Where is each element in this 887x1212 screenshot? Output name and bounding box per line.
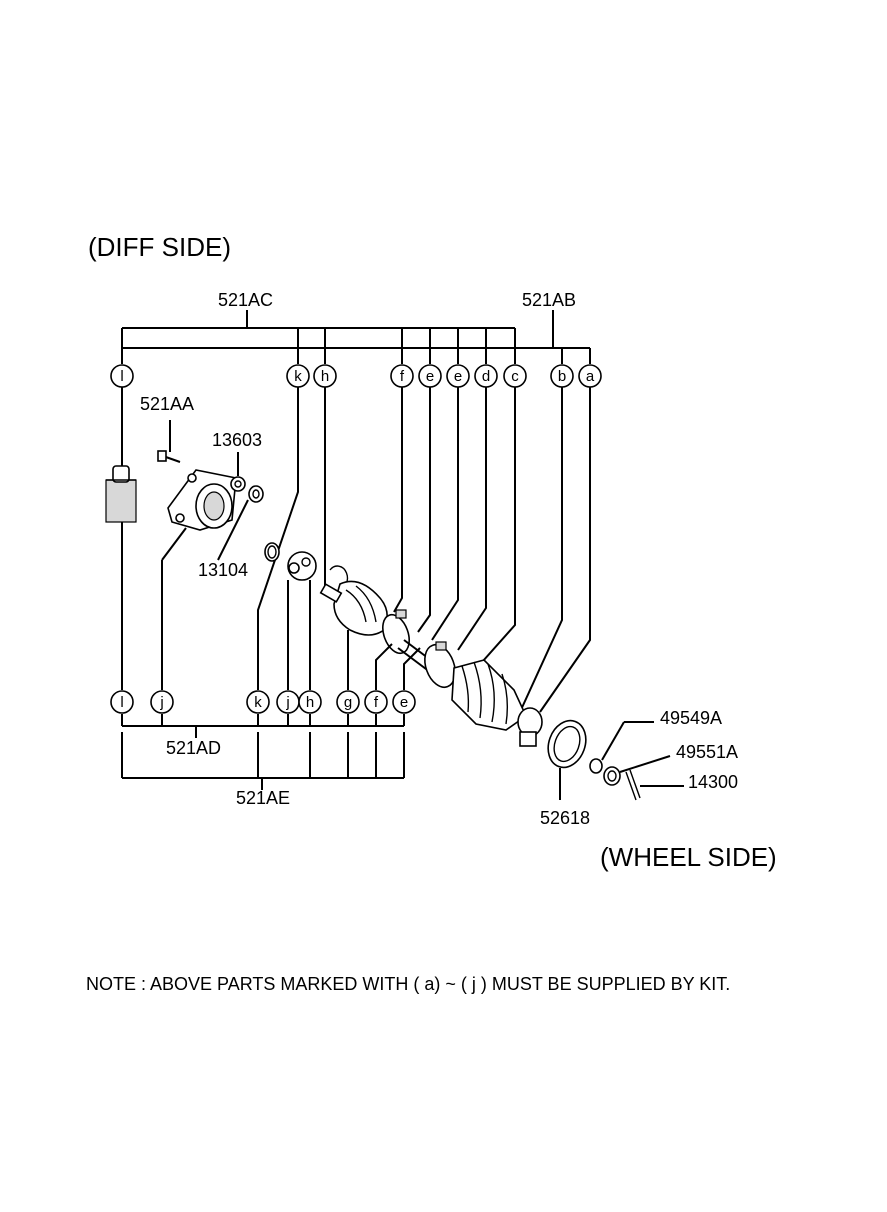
- svg-text:e: e: [400, 694, 408, 711]
- tripod-joint: [287, 551, 317, 581]
- part-label-49551a: 49551A: [676, 742, 738, 762]
- marker-top-a: a: [578, 364, 602, 388]
- marker-top-k: k: [286, 364, 310, 388]
- part-label-521ad: 521AD: [166, 738, 221, 758]
- marker-bottom-f: f: [364, 690, 388, 714]
- part-label-521ab: 521AB: [522, 290, 576, 310]
- snap-ring-small: [264, 542, 280, 562]
- svg-text:j: j: [285, 694, 289, 711]
- marker-bottom-j1: j: [150, 690, 174, 714]
- kit-note: NOTE : ABOVE PARTS MARKED WITH ( a) ~ ( …: [86, 974, 730, 994]
- marker-top-b: b: [550, 364, 574, 388]
- boot-clamp-2: [424, 641, 456, 689]
- marker-bottom-j2: j: [276, 690, 300, 714]
- svg-text:h: h: [321, 368, 329, 385]
- svg-text:f: f: [374, 694, 379, 711]
- svg-text:f: f: [400, 368, 405, 385]
- outer-joint-housing: [517, 707, 543, 747]
- marker-bottom-e: e: [392, 690, 416, 714]
- svg-text:k: k: [294, 368, 302, 385]
- part-label-14300: 14300: [688, 772, 738, 792]
- svg-text:e: e: [454, 368, 462, 385]
- part-label-52618: 52618: [540, 808, 590, 828]
- svg-text:l: l: [120, 694, 123, 711]
- tone-wheel-52618: [547, 719, 587, 800]
- nut-49551a: [603, 755, 671, 786]
- bearing-13104: [217, 485, 264, 561]
- part-label-521ae: 521AE: [236, 788, 290, 808]
- part-label-13104: 13104: [198, 560, 248, 580]
- marker-top-h: h: [313, 364, 337, 388]
- bearing-bracket-part: [167, 469, 237, 531]
- split-pin-14300: [625, 769, 684, 801]
- leader-bracket: [161, 527, 187, 561]
- svg-text:c: c: [511, 368, 519, 385]
- marker-bottom-g: g: [336, 690, 360, 714]
- marker-top-l: l: [110, 364, 134, 388]
- marker-top-e1: e: [418, 364, 442, 388]
- ring-13603: [230, 452, 246, 492]
- outer-joint-boot: [451, 659, 528, 731]
- bolt-part: [157, 420, 181, 463]
- part-label-49549a: 49549A: [660, 708, 722, 728]
- marker-top-d: d: [474, 364, 498, 388]
- bracket-521ad: [121, 714, 405, 738]
- diff-side-stub-part: [105, 465, 137, 523]
- marker-top-e2: e: [446, 364, 470, 388]
- svg-text:d: d: [482, 368, 490, 385]
- diff-side-title: (DIFF SIDE): [88, 232, 231, 262]
- part-label-13603: 13603: [212, 430, 262, 450]
- top-leaders: [121, 387, 591, 713]
- top-drops: [121, 348, 591, 364]
- bottom-markers: l j k j h g f e: [110, 690, 416, 714]
- marker-bottom-k: k: [246, 690, 270, 714]
- svg-text:b: b: [558, 368, 566, 385]
- marker-top-c: c: [503, 364, 527, 388]
- marker-bottom-l: l: [110, 690, 134, 714]
- top-markers: l k h f e e d c b a: [110, 364, 602, 388]
- svg-text:g: g: [344, 694, 352, 711]
- svg-text:a: a: [586, 368, 595, 385]
- marker-top-f: f: [390, 364, 414, 388]
- bracket-521ae: [121, 732, 405, 790]
- part-label-521ac: 521AC: [218, 290, 273, 310]
- bracket-521ac: [121, 310, 516, 348]
- svg-text:h: h: [306, 694, 314, 711]
- svg-text:k: k: [254, 694, 262, 711]
- part-label-521aa: 521AA: [140, 394, 194, 414]
- svg-text:j: j: [159, 694, 163, 711]
- marker-bottom-h: h: [298, 690, 322, 714]
- svg-text:l: l: [120, 368, 123, 385]
- wheel-side-title: (WHEEL SIDE): [600, 842, 777, 872]
- svg-text:e: e: [426, 368, 434, 385]
- inner-joint-boot: [319, 580, 388, 636]
- bottom-leaders: [347, 630, 421, 690]
- washer-49549a: [589, 721, 654, 774]
